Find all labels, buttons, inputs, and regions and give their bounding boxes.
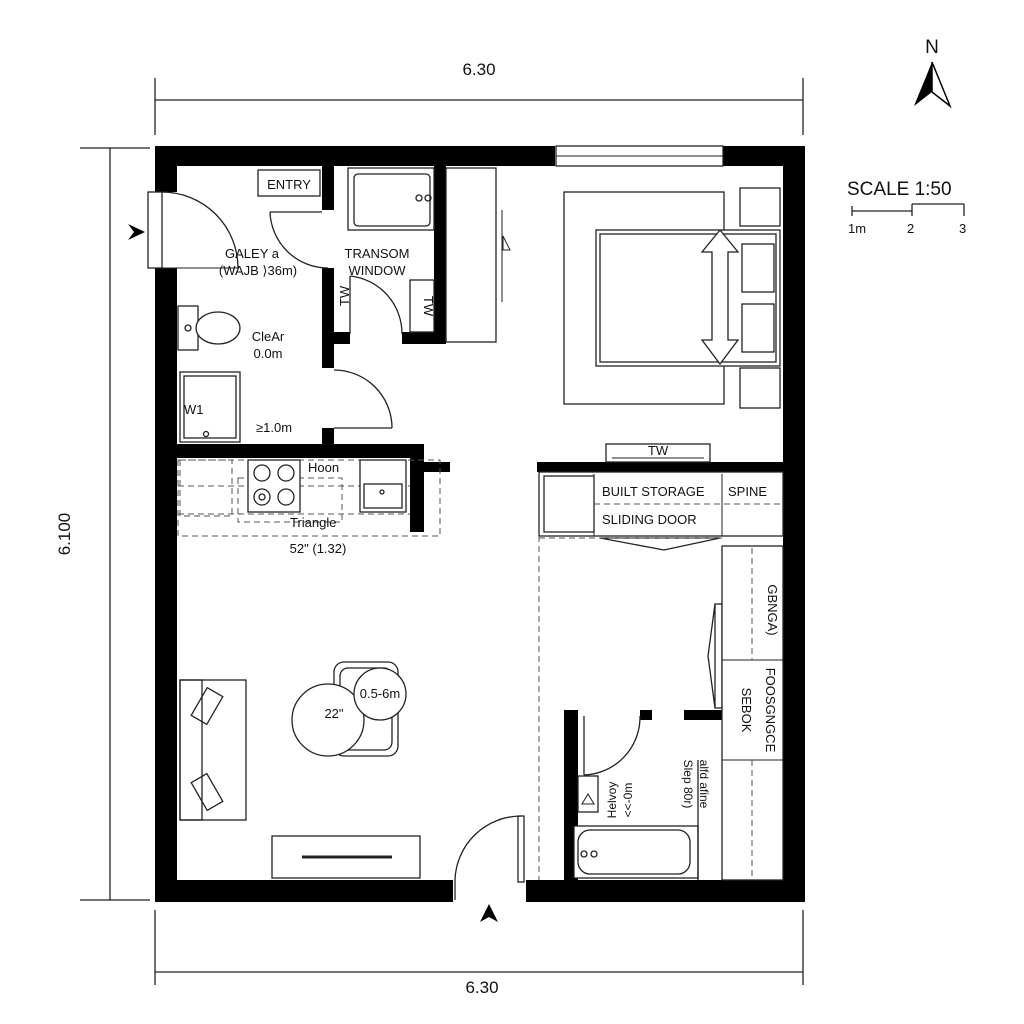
dining-table-large: [291, 683, 365, 757]
closet-door[interactable]: [707, 603, 723, 709]
built-storage-label: BUILT STORAGE: [602, 484, 705, 499]
bath-text-b2: alfd afine: [697, 760, 711, 809]
scale-tick-3: 3: [959, 221, 966, 236]
entry-label: ENTRY: [267, 177, 311, 192]
nightstand-bottom: [739, 367, 781, 409]
kitchen-dim-label: 52" (1.32): [290, 541, 347, 556]
closet-upper-label: GBNGA): [765, 584, 780, 635]
toilet-icon: [177, 305, 241, 351]
bedroom-tw-label: TW: [648, 443, 669, 458]
dimension-top: 6.30: [462, 60, 495, 79]
front-door[interactable]: [454, 815, 525, 900]
built-storage: [538, 471, 784, 551]
triangle-label: Triangle: [290, 515, 336, 530]
closet-lower-label-a: SEBOK: [739, 688, 754, 733]
bathtub: [573, 825, 699, 879]
tall-cabinet: [445, 167, 511, 343]
dining-table-small: [353, 667, 407, 721]
tw-cabinet: [409, 279, 435, 333]
bath-text-b1: Slep 80r): [681, 760, 695, 809]
transom-label-line1: TRANSOM: [345, 246, 410, 261]
bedroom-tw-unit: [605, 443, 711, 463]
kitchen-sink-icon: [359, 459, 407, 513]
front-door-arrow-icon: [480, 904, 498, 922]
hoon-label: Hoon: [308, 460, 339, 475]
closet-column: [721, 545, 784, 881]
scale-title: SCALE 1:50: [847, 179, 952, 200]
bath-text-a1: Helvoy: [605, 782, 619, 819]
shower-tray: [347, 167, 435, 231]
spine-label: SPINE: [728, 484, 767, 499]
scale-bar: [851, 203, 965, 216]
scale-tick-2: 2: [907, 221, 914, 236]
vanity-w1: [179, 371, 241, 443]
scale-tick-1: 1m: [848, 221, 866, 236]
bath-vanity: [577, 775, 599, 813]
tw-label-left: TW: [337, 285, 352, 306]
bath-door[interactable]: [583, 715, 641, 776]
entry-arrow-icon: [128, 224, 145, 240]
galley-label-line2: (WAJB ⟩36m): [219, 263, 297, 278]
clear-label-line1: CleAr: [252, 329, 285, 344]
w1-label: W1: [184, 402, 204, 417]
sofa: [179, 679, 247, 821]
bed: [563, 191, 781, 405]
galley-door[interactable]: [269, 211, 329, 269]
north-arrow-icon: [914, 61, 952, 109]
table-a-label: 22": [324, 706, 343, 721]
closet-lower-label-b: FOOSGNGCE: [763, 668, 778, 753]
tw-label-right: TW: [421, 296, 436, 317]
dimension-left: 6.100: [55, 513, 74, 556]
wc-door[interactable]: [333, 369, 393, 429]
dimension-lines: [80, 78, 804, 985]
table-b-label: 0.5-6m: [360, 686, 400, 701]
clear-label-line2: 0.0m: [254, 346, 283, 361]
nightstand-top: [739, 187, 781, 227]
bath-text-a2: <<-0m: [621, 783, 635, 818]
entry-door[interactable]: [147, 191, 239, 269]
galley-label-line1: GALEY a: [225, 246, 280, 261]
transom-door[interactable]: [349, 275, 403, 335]
window-top: [555, 145, 724, 167]
tv-console: [271, 835, 421, 879]
sliding-door-label[interactable]: SLIDING DOOR: [602, 512, 697, 527]
dimension-bottom: 6.30: [465, 978, 498, 997]
cooktop-icon: [247, 459, 301, 513]
north-label: N: [925, 37, 939, 58]
min-width-label: ≥1.0m: [256, 420, 292, 435]
entry-sign: [257, 169, 321, 197]
exterior-walls: [155, 146, 805, 902]
transom-label-line2: WINDOW: [348, 263, 406, 278]
